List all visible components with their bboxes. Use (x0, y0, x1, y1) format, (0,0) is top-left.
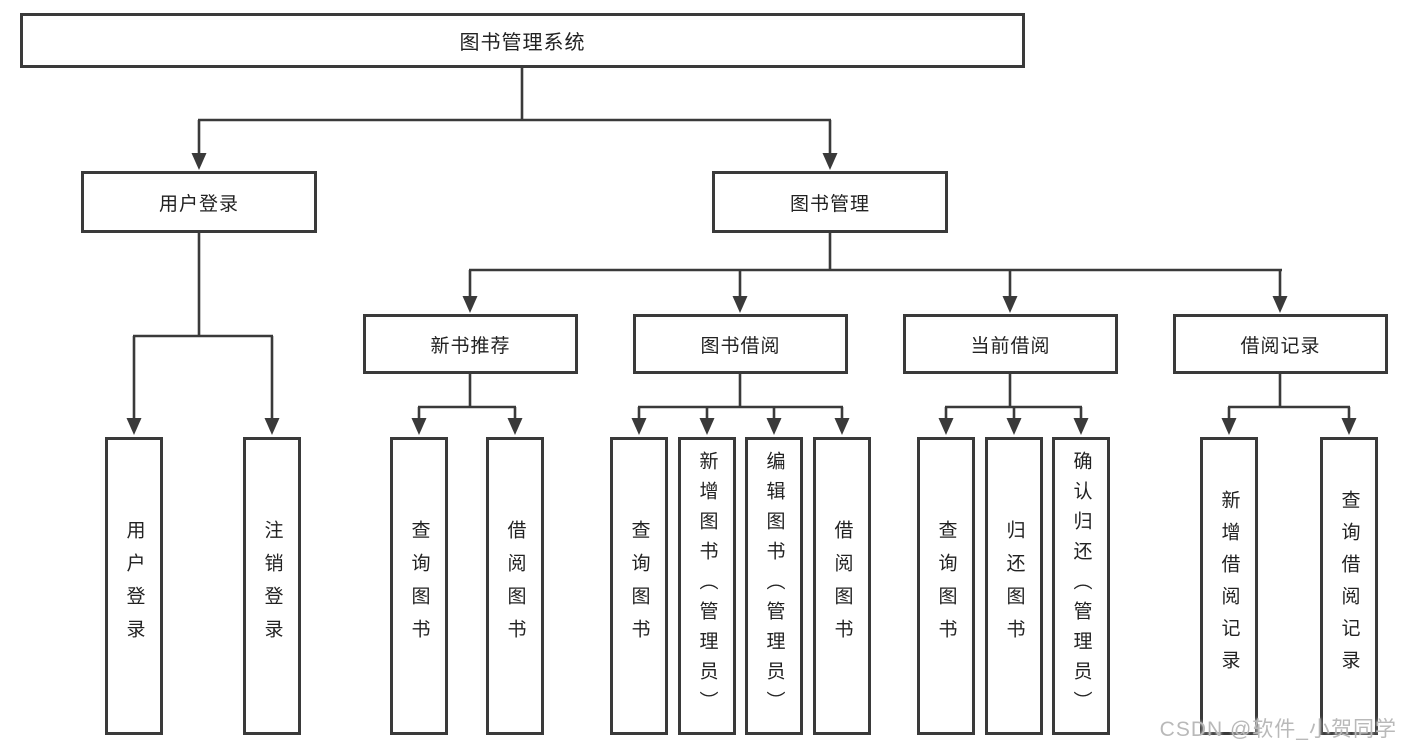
node-new-book-recommend-label: 新书推荐 (430, 335, 511, 357)
node-user-login: 用户登录 (81, 171, 317, 233)
arrowhead-icon (766, 418, 782, 435)
arrowhead-icon (631, 418, 647, 435)
leaf-add-books-admin-label: 新增图书（管理员） (696, 451, 718, 721)
node-borrow-records-label: 借阅记录 (1240, 335, 1321, 357)
leaf-logout-label: 注销登录 (261, 520, 283, 652)
node-borrow-records: 借阅记录 (1173, 314, 1388, 374)
leaf-return-books: 归还图书 (985, 437, 1043, 735)
node-library-system-label: 图书管理系统 (459, 32, 586, 54)
arrowhead-icon (126, 418, 142, 435)
arrowhead-icon (1073, 418, 1089, 435)
node-user-login-label: 用户登录 (158, 193, 239, 215)
leaf-add-borrow-record-label: 新增借阅记录 (1218, 490, 1240, 682)
leaf-logout: 注销登录 (243, 437, 301, 735)
leaf-borrow-query-books: 查询图书 (610, 437, 668, 735)
leaf-current-query-books-label: 查询图书 (935, 520, 957, 652)
leaf-confirm-return-admin: 确认归还（管理员） (1052, 437, 1110, 735)
leaf-recommend-query-books-label: 查询图书 (408, 520, 430, 652)
leaf-query-borrow-record: 查询借阅记录 (1320, 437, 1378, 735)
arrowhead-icon (1272, 296, 1288, 313)
leaf-recommend-borrow-books: 借阅图书 (486, 437, 544, 735)
leaf-edit-books-admin: 编辑图书（管理员） (745, 437, 803, 735)
leaf-recommend-query-books: 查询图书 (390, 437, 448, 735)
leaf-query-borrow-record-label: 查询借阅记录 (1338, 490, 1360, 682)
leaf-edit-books-admin-label: 编辑图书（管理员） (763, 451, 785, 721)
leaf-borrow-books-label: 借阅图书 (831, 520, 853, 652)
leaf-user-login: 用户登录 (105, 437, 163, 735)
leaf-current-query-books: 查询图书 (917, 437, 975, 735)
arrowhead-icon (822, 153, 838, 170)
arrowhead-icon (507, 418, 523, 435)
arrowhead-icon (1006, 418, 1022, 435)
arrowhead-icon (411, 418, 427, 435)
arrowhead-icon (834, 418, 850, 435)
arrowhead-icon (462, 296, 478, 313)
leaf-add-books-admin: 新增图书（管理员） (678, 437, 736, 735)
arrowhead-icon (1221, 418, 1237, 435)
node-book-borrow: 图书借阅 (633, 314, 848, 374)
arrowhead-icon (938, 418, 954, 435)
leaf-borrow-query-books-label: 查询图书 (628, 520, 650, 652)
arrowhead-icon (191, 153, 207, 170)
arrowhead-icon (264, 418, 280, 435)
arrowhead-icon (732, 296, 748, 313)
node-book-borrow-label: 图书借阅 (700, 335, 781, 357)
node-current-borrow: 当前借阅 (903, 314, 1118, 374)
leaf-return-books-label: 归还图书 (1003, 520, 1025, 652)
node-library-system: 图书管理系统 (20, 13, 1025, 68)
arrowhead-icon (699, 418, 715, 435)
leaf-add-borrow-record: 新增借阅记录 (1200, 437, 1258, 735)
node-new-book-recommend: 新书推荐 (363, 314, 578, 374)
leaf-borrow-books: 借阅图书 (813, 437, 871, 735)
node-book-management-label: 图书管理 (789, 193, 870, 215)
leaf-confirm-return-admin-label: 确认归还（管理员） (1070, 451, 1092, 721)
csdn-watermark: CSDN @软件_小贺同学 (1159, 718, 1397, 741)
arrowhead-icon (1341, 418, 1357, 435)
node-current-borrow-label: 当前借阅 (970, 335, 1051, 357)
leaf-user-login-label: 用户登录 (123, 520, 145, 652)
node-book-management: 图书管理 (712, 171, 948, 233)
leaf-recommend-borrow-books-label: 借阅图书 (504, 520, 526, 652)
arrowhead-icon (1002, 296, 1018, 313)
